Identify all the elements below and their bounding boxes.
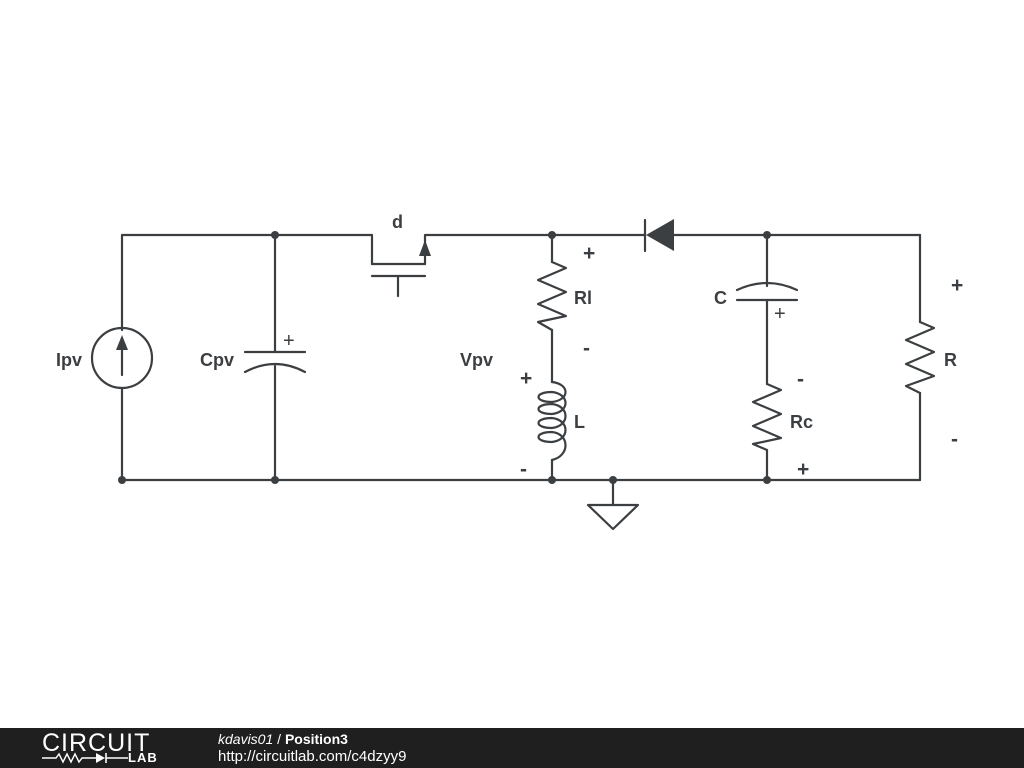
polarity-plus: +: [951, 274, 963, 297]
diode-triangle: [646, 219, 674, 251]
mosfet-switch[interactable]: [370, 240, 431, 298]
credits-separator: /: [273, 731, 285, 747]
label-rc: Rc: [790, 412, 813, 432]
polarity-plus: +: [797, 458, 809, 481]
cpv-plate-curved: [243, 362, 307, 374]
credits: kdavis01 / Position3 http://circuitlab.c…: [218, 730, 406, 766]
wire-top-left: [120, 233, 374, 332]
polarity-minus: -: [797, 368, 804, 391]
wire-top-middle: [423, 233, 647, 266]
polarity-minus: -: [583, 337, 590, 360]
current-source-arrow-head: [116, 335, 128, 350]
rl-zigzag: [536, 260, 568, 332]
junction-dot: [118, 476, 126, 484]
circuitlab-logo[interactable]: CIRCUIT LAB: [42, 730, 182, 766]
junction-dot: [548, 476, 556, 484]
circuit-schematic: Ipv + Cpv d Rl L Vpv: [56, 212, 963, 531]
label-l: L: [574, 412, 585, 432]
label-cpv: Cpv: [200, 350, 234, 370]
label-ipv: Ipv: [56, 350, 82, 370]
polarity-plus: +: [520, 367, 532, 390]
ground-symbol[interactable]: [586, 503, 640, 531]
resistor-r[interactable]: [904, 320, 936, 395]
ground-triangle: [586, 503, 640, 531]
c-plus-sign: +: [774, 303, 786, 325]
project-url[interactable]: http://circuitlab.com/c4dzyy9: [218, 748, 407, 765]
inductor-coils: [537, 380, 567, 462]
junction-dot: [763, 476, 771, 484]
logo-text-lab: LAB: [128, 750, 158, 765]
footer-bar: CIRCUIT LAB kdavis01 / Position3 http://…: [0, 728, 1024, 768]
junction-dot: [763, 231, 771, 239]
mosfet-arrow: [419, 240, 431, 256]
polarity-minus: -: [951, 428, 958, 451]
inductor-l[interactable]: [537, 380, 567, 462]
label-r: R: [944, 350, 957, 370]
current-source[interactable]: [90, 326, 154, 390]
logo-resistor-diode-icon: [42, 752, 128, 764]
junction-dot: [609, 476, 617, 484]
label-d: d: [392, 212, 403, 232]
r-zigzag: [904, 320, 936, 395]
credits-line-title: kdavis01 / Position3: [218, 730, 406, 748]
polarity-minus: -: [520, 458, 527, 481]
junction-dot: [548, 231, 556, 239]
capacitor-cpv[interactable]: [243, 350, 307, 374]
author-name[interactable]: kdavis01: [218, 731, 274, 747]
polarity-marks: + - + - - + + -: [520, 242, 963, 481]
label-c: C: [714, 288, 727, 308]
rc-zigzag: [751, 382, 783, 452]
junction-dot: [271, 476, 279, 484]
polarity-plus: +: [583, 242, 595, 265]
label-rl: Rl: [574, 288, 592, 308]
diode[interactable]: [643, 218, 674, 253]
resistor-rl[interactable]: [536, 260, 568, 332]
c-plate-curved: [735, 281, 799, 292]
current-source-body: [90, 326, 154, 390]
label-vpv: Vpv: [460, 350, 493, 370]
resistor-rc[interactable]: [751, 382, 783, 452]
junctions: [118, 231, 771, 484]
cpv-plus-sign: +: [283, 330, 295, 352]
logo-text-circuit: CIRCUIT: [42, 729, 151, 757]
capacitor-c[interactable]: [735, 281, 799, 302]
project-name[interactable]: Position3: [284, 731, 348, 747]
junction-dot: [271, 231, 279, 239]
